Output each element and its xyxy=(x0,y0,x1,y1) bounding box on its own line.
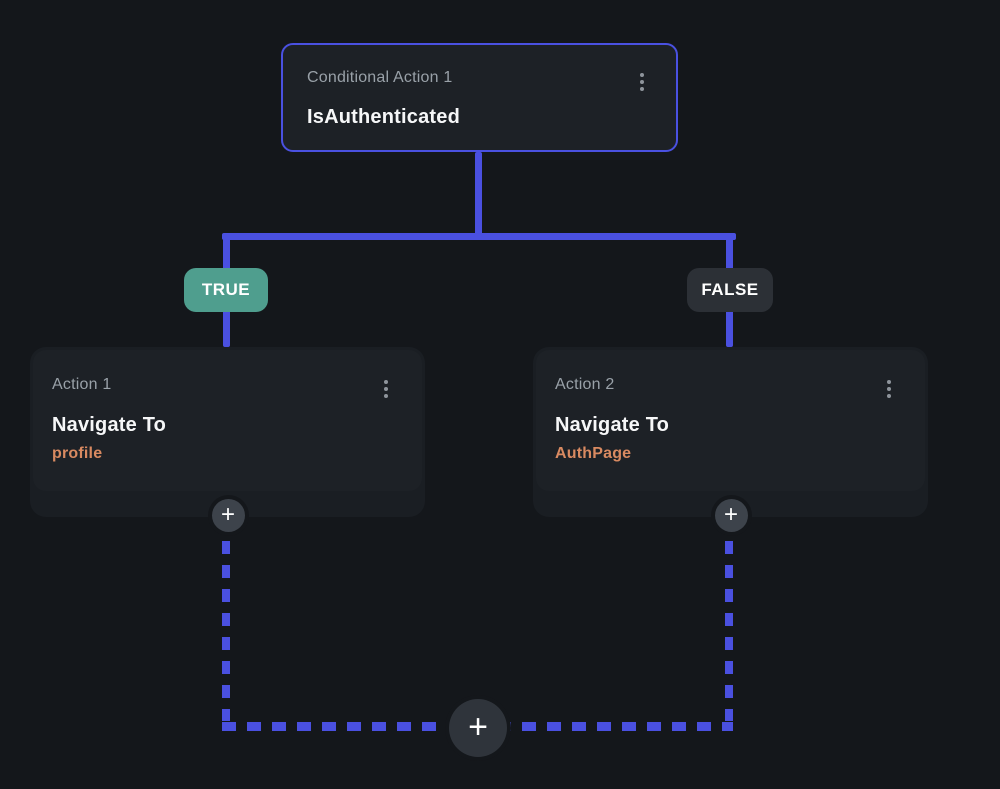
action-node-true[interactable]: Action 1 Navigate To profile + xyxy=(30,347,425,532)
connector-true-dashed xyxy=(222,541,230,721)
condition-node-header: Conditional Action 1 xyxy=(307,69,648,93)
action-node-false[interactable]: Action 2 Navigate To AuthPage + xyxy=(533,347,928,532)
action-node-title: Action 2 xyxy=(555,376,615,393)
action-target-label: AuthPage xyxy=(555,445,632,462)
connector-condition-stem xyxy=(475,152,482,236)
kebab-menu-icon[interactable] xyxy=(883,378,895,400)
connector-false-dashed xyxy=(725,541,733,721)
action-card[interactable]: Action 1 Navigate To profile xyxy=(33,350,422,491)
condition-node[interactable]: Conditional Action 1 IsAuthenticated xyxy=(281,43,678,152)
connector-branch-bar xyxy=(222,233,736,240)
kebab-menu-icon[interactable] xyxy=(380,378,392,400)
kebab-menu-icon[interactable] xyxy=(636,71,648,93)
action-target-label: profile xyxy=(52,445,103,462)
condition-name: IsAuthenticated xyxy=(307,106,461,128)
action-type-label: Navigate To xyxy=(52,414,167,436)
add-action-button-merge[interactable]: + xyxy=(449,699,507,757)
false-branch-badge: FALSE xyxy=(687,268,773,312)
action-node-header: Action 2 xyxy=(555,376,895,400)
action-card[interactable]: Action 2 Navigate To AuthPage xyxy=(536,350,925,491)
action-node-title: Action 1 xyxy=(52,376,112,393)
add-action-button-true[interactable]: + xyxy=(211,499,245,532)
add-action-button-false[interactable]: + xyxy=(714,499,748,532)
condition-node-title: Conditional Action 1 xyxy=(307,69,453,86)
action-type-label: Navigate To xyxy=(555,414,670,436)
action-node-header: Action 1 xyxy=(52,376,392,400)
true-branch-badge: TRUE xyxy=(184,268,268,312)
